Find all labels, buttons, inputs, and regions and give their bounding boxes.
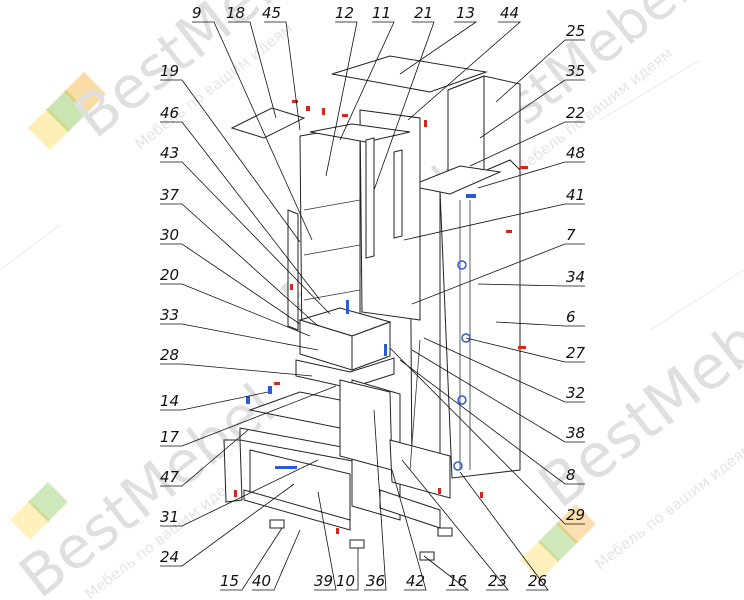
callout-27: 27 (566, 344, 586, 362)
callout-20: 20 (160, 266, 179, 284)
rail-28 (295, 357, 395, 389)
callout-29: 29 (566, 506, 585, 524)
shelf-top-upper (309, 123, 411, 143)
callout-47: 47 (160, 468, 180, 486)
callout-36: 36 (366, 572, 385, 590)
callout-labels: 9 18 45 12 11 21 13 44 19 46 43 37 30 20… (160, 4, 586, 590)
panel-8 (389, 439, 451, 499)
panel-44 (359, 109, 421, 321)
callout-44: 44 (500, 4, 519, 22)
callout-42: 42 (406, 572, 425, 590)
hinge-markers (246, 194, 476, 469)
callout-43: 43 (160, 144, 179, 162)
foot-10 (349, 539, 365, 549)
callout-16: 16 (448, 572, 467, 590)
callout-40: 40 (252, 572, 271, 590)
leader-lines (160, 21, 585, 591)
callout-30: 30 (160, 226, 179, 244)
callout-31: 31 (160, 508, 179, 526)
callout-35: 35 (566, 62, 585, 80)
callout-46: 46 (160, 104, 179, 122)
panel-9 (287, 209, 299, 331)
callout-14: 14 (160, 392, 179, 410)
callout-15: 15 (220, 572, 239, 590)
foot-40 (269, 519, 285, 529)
callout-18: 18 (226, 4, 245, 22)
foot-23 (437, 527, 453, 537)
callout-37: 37 (160, 186, 180, 204)
callout-45: 45 (262, 4, 281, 22)
shelf-22 (408, 165, 502, 195)
callout-48: 48 (566, 144, 585, 162)
callout-13: 13 (456, 4, 475, 22)
callout-11: 11 (372, 4, 391, 22)
panel-31 (223, 439, 243, 503)
callout-7: 7 (566, 226, 576, 244)
callout-19: 19 (160, 62, 179, 80)
panel-38 (339, 379, 393, 471)
watermark-logo-icon-1 (28, 72, 106, 150)
callout-34: 34 (566, 268, 585, 286)
assembly-drawing (223, 55, 528, 561)
callout-22: 22 (566, 104, 585, 122)
callout-25: 25 (566, 22, 585, 40)
callout-9: 9 (192, 4, 202, 22)
drawer-side-33 (351, 321, 391, 371)
panel-13 (331, 55, 488, 93)
callout-12: 12 (335, 4, 354, 22)
callout-26: 26 (528, 572, 547, 590)
callout-28: 28 (160, 346, 179, 364)
fastener-markers (234, 100, 528, 534)
callout-33: 33 (160, 306, 179, 324)
watermark-logo-icon-3 (520, 504, 596, 580)
callout-10: 10 (336, 572, 355, 590)
callout-17: 17 (160, 428, 180, 446)
callout-8: 8 (566, 466, 576, 484)
rail-21 (365, 137, 375, 259)
callout-6: 6 (566, 308, 576, 326)
callout-41: 41 (566, 186, 585, 204)
callout-21: 21 (414, 4, 433, 22)
panel-34 (439, 159, 521, 479)
callout-39: 39 (314, 572, 333, 590)
panel-18 (230, 107, 306, 139)
rail-11 (393, 149, 403, 239)
callout-32: 32 (566, 384, 585, 402)
callout-23: 23 (488, 572, 507, 590)
callout-24: 24 (160, 548, 179, 566)
foot-16 (419, 551, 435, 561)
callout-38: 38 (566, 424, 585, 442)
watermark-logo-icon-2 (10, 482, 68, 540)
